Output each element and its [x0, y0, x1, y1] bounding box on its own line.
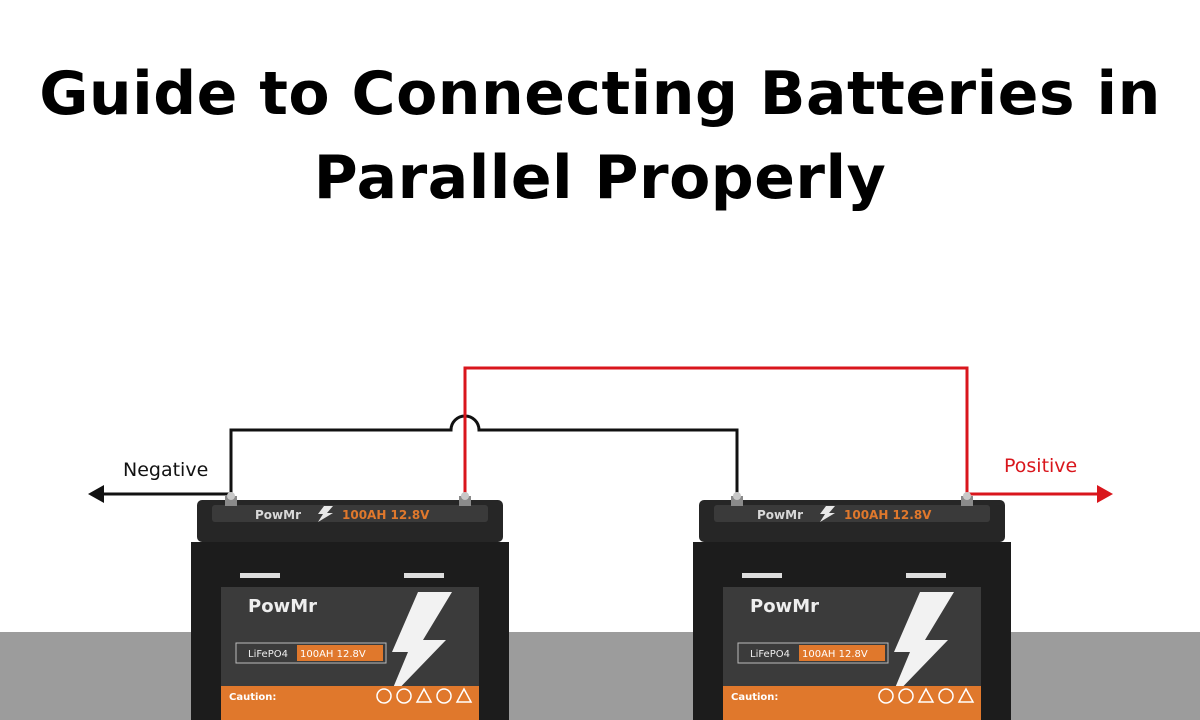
battery-spec-box: [235, 642, 387, 664]
lightning-bolt-icon: [820, 506, 835, 522]
battery-top-capacity: 100AH 12.8V: [342, 508, 430, 522]
battery-caution-label: Caution:: [731, 692, 778, 703]
positive-label: Positive: [1004, 455, 1077, 477]
warning-icon: [917, 687, 935, 703]
battery-top-capacity: 100AH 12.8V: [844, 508, 932, 522]
negative-wire: [100, 414, 739, 496]
negative-label: Negative: [123, 459, 208, 481]
battery-caution-band: [221, 686, 479, 720]
battery-rating: 100AH 12.8V: [300, 649, 366, 660]
lightning-bolt-icon: [388, 592, 452, 700]
positive-arrowhead: [1097, 485, 1113, 503]
battery-top-brand: PowMr: [757, 508, 803, 522]
battery-lid-strip: [212, 505, 488, 522]
negative-terminal: [731, 492, 743, 506]
title-line-2: Parallel Properly: [313, 143, 887, 213]
warning-icon: [957, 687, 975, 703]
recycle-icon: [376, 688, 392, 704]
battery-rating: 100AH 12.8V: [802, 649, 868, 660]
battery-rating-bg: [799, 645, 885, 661]
battery-front-brand: PowMr: [248, 596, 317, 617]
negative-arrowhead: [88, 485, 104, 503]
battery-rating-bg: [297, 645, 383, 661]
no-disposal-icon: [396, 688, 412, 704]
warning-icon: [455, 687, 473, 703]
battery-handle-right: [906, 573, 946, 578]
battery-1: PowMr 100AH 12.8V PowMr LiFePO4 100AH 12…: [191, 492, 509, 720]
battery-handle-right: [404, 573, 444, 578]
battery-handle-left: [240, 573, 280, 578]
positive-wire: [463, 366, 1098, 496]
no-disposal-icon: [898, 688, 914, 704]
warning-icon: [415, 687, 433, 703]
battery-caution-label: Caution:: [229, 692, 276, 703]
no-disposal-icon: [938, 688, 954, 704]
positive-terminal: [961, 492, 973, 506]
battery-handle-left: [742, 573, 782, 578]
battery-front-brand: PowMr: [750, 596, 819, 617]
battery-lid-strip: [714, 505, 990, 522]
battery-chemistry: LiFePO4: [248, 649, 288, 660]
negative-terminal: [225, 492, 237, 506]
recycle-icon: [878, 688, 894, 704]
no-disposal-icon: [436, 688, 452, 704]
lightning-bolt-icon: [318, 506, 333, 522]
title-line-1: Guide to Connecting Batteries in: [39, 59, 1161, 129]
lightning-bolt-icon: [890, 592, 954, 700]
battery-chemistry: LiFePO4: [750, 649, 790, 660]
battery-caution-band: [723, 686, 981, 720]
battery-spec-box: [737, 642, 889, 664]
battery-2: PowMr 100AH 12.8V PowMr LiFePO4 100AH 12…: [693, 492, 1011, 720]
positive-terminal: [459, 492, 471, 506]
battery-top-brand: PowMr: [255, 508, 301, 522]
page-title: Guide to Connecting Batteries in Paralle…: [0, 52, 1200, 220]
